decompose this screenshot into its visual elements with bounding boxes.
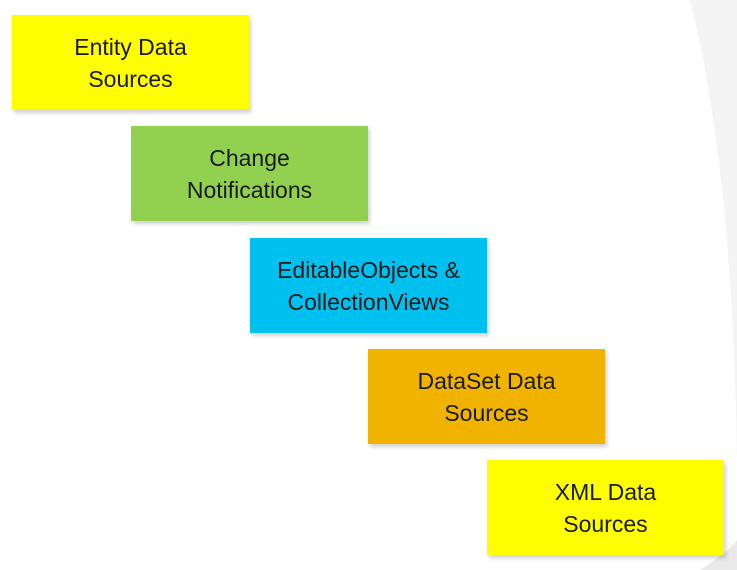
step-change-notifications: Change Notifications	[131, 126, 368, 221]
step-dataset-data-sources: DataSet Data Sources	[368, 349, 605, 444]
step-label: DataSet Data Sources	[417, 367, 556, 426]
step-label: XML Data Sources	[554, 478, 657, 537]
step-entity-data-sources: Entity Data Sources	[12, 15, 249, 110]
step-editable-objects-collection-views: EditableObjects & CollectionViews	[250, 238, 487, 333]
step-label: EditableObjects & CollectionViews	[277, 256, 460, 315]
step-label: Entity Data Sources	[74, 33, 187, 92]
step-label: Change Notifications	[186, 144, 313, 203]
step-xml-data-sources: XML Data Sources	[487, 460, 724, 555]
